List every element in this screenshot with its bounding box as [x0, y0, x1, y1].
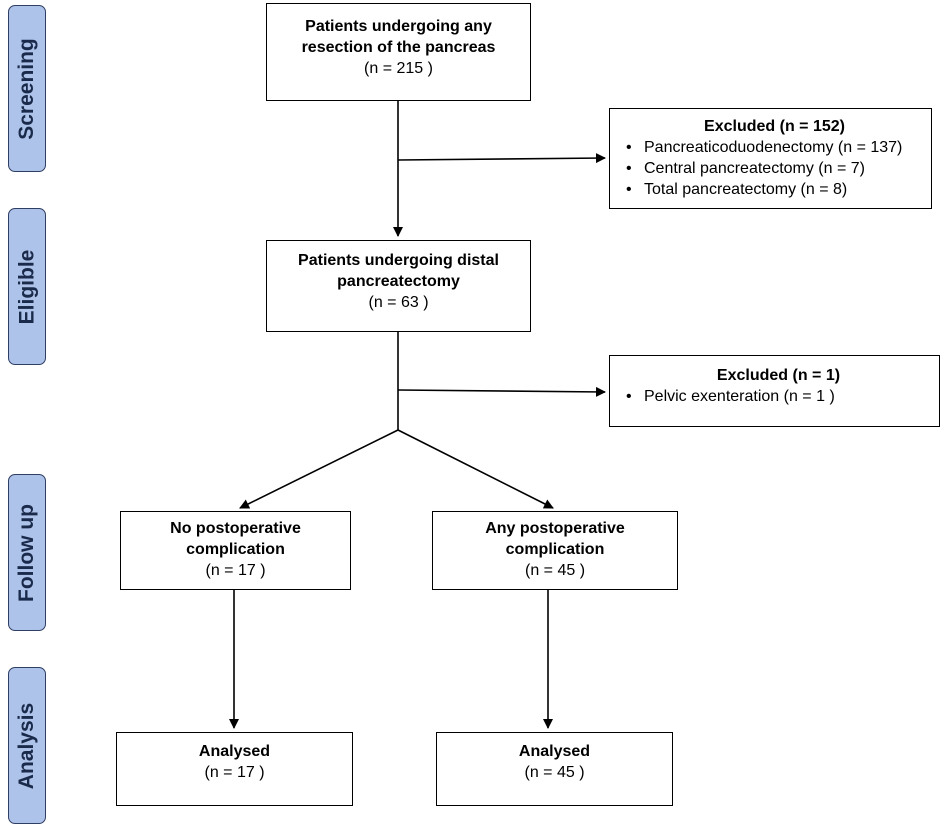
excluded-1-item: Pancreaticoduodenectomy (n = 137): [624, 137, 925, 158]
stage-analysis: Analysis: [8, 667, 46, 824]
excluded-2-title: Excluded (n = 1): [716, 367, 841, 384]
screened-title-line1: Patients undergoing any: [305, 18, 492, 35]
analysed-left-title: Analysed: [198, 743, 271, 760]
stage-follow-up: Follow up: [8, 474, 46, 631]
excluded-1-item: Central pancreatectomy (n = 7): [624, 158, 925, 179]
any-complication-title-line1: Any postoperative: [485, 520, 625, 537]
stage-follow-up-label: Follow up: [15, 503, 39, 602]
box-analysed-right: Analysed (n = 45 ): [436, 732, 673, 806]
box-excluded-1: Excluded (n = 152) Pancreaticoduodenecto…: [609, 108, 932, 209]
stage-screening-label: Screening: [15, 37, 39, 140]
analysed-right-title: Analysed: [518, 743, 591, 760]
stage-analysis-label: Analysis: [15, 702, 39, 789]
box-screened: Patients undergoing any resection of the…: [266, 3, 531, 101]
box-no-complication: No postoperative complication (n = 17 ): [120, 511, 351, 590]
screened-count: (n = 215 ): [364, 60, 433, 77]
excluded-2-item: Pelvic exenteration (n = 1 ): [624, 386, 933, 407]
excluded-1-list: Pancreaticoduodenectomy (n = 137) Centra…: [624, 137, 925, 200]
eligible-title-line1: Patients undergoing distal: [298, 252, 499, 269]
excluded-1-title: Excluded (n = 152): [704, 118, 845, 135]
arrow-split-left: [239, 429, 399, 509]
excluded-2-list: Pelvic exenteration (n = 1 ): [624, 386, 933, 407]
box-any-complication: Any postoperative complication (n = 45 ): [432, 511, 678, 590]
arrow-split-right: [397, 429, 554, 509]
any-complication-title-line2: complication: [505, 541, 605, 558]
analysed-left-count: (n = 17 ): [204, 764, 265, 781]
stage-eligible: Eligible: [8, 208, 46, 365]
analysed-right-count: (n = 45 ): [524, 764, 585, 781]
no-complication-title-line1: No postoperative: [170, 520, 301, 537]
box-excluded-2: Excluded (n = 1) Pelvic exenteration (n …: [609, 355, 940, 427]
arrow-to-excluded-1: [397, 153, 606, 164]
arrow-to-excluded-2: [397, 386, 606, 397]
no-complication-count: (n = 17 ): [205, 562, 266, 579]
box-analysed-left: Analysed (n = 17 ): [116, 732, 353, 806]
excluded-1-item: Total pancreatectomy (n = 8): [624, 179, 925, 200]
screened-title-line2: resection of the pancreas: [301, 39, 496, 56]
box-eligible: Patients undergoing distal pancreatectom…: [266, 240, 531, 332]
eligible-count: (n = 63 ): [368, 294, 429, 311]
stage-screening: Screening: [8, 5, 46, 172]
eligible-title-line2: pancreatectomy: [337, 273, 460, 290]
any-complication-count: (n = 45 ): [524, 562, 586, 579]
stage-eligible-label: Eligible: [15, 249, 38, 324]
no-complication-title-line2: complication: [186, 541, 285, 558]
